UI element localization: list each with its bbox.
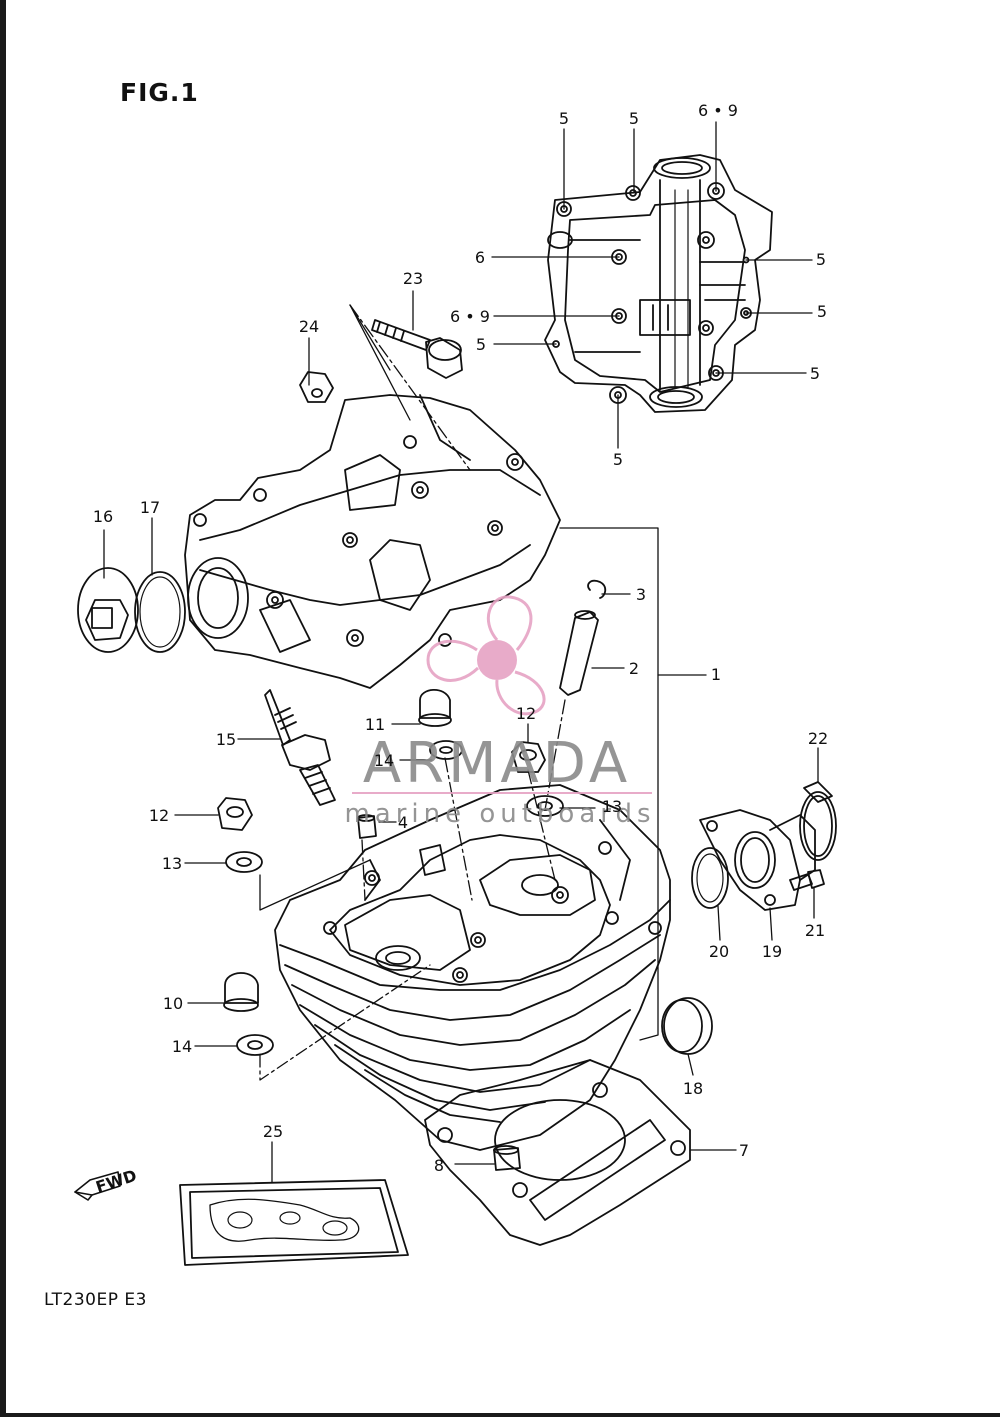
callout-2: 2: [629, 659, 639, 678]
callout-25: 25: [263, 1122, 283, 1141]
callout-4: 4: [398, 813, 408, 832]
callout-6-9: 6 • 9: [698, 101, 738, 120]
dowel-pin-8: [493, 1145, 521, 1171]
callout-5: 5: [816, 250, 826, 269]
callout-8: 8: [434, 1156, 444, 1175]
cylinder-head-top-view: [544, 154, 773, 413]
oil-filler-cap-16: [77, 567, 139, 653]
fwd-arrow: [74, 1171, 121, 1201]
dowel-pin-4: [357, 814, 377, 839]
callout-13: 13: [602, 797, 622, 816]
scan-edge-bottom: [0, 1413, 1000, 1417]
leader-lines: [103, 121, 819, 1183]
callout-19: 19: [762, 942, 782, 961]
bolt-23: [371, 319, 463, 379]
callout-10: 10: [163, 994, 183, 1013]
scan-edge-left: [0, 0, 6, 1417]
callout-23: 23: [403, 269, 423, 288]
callout-14: 14: [172, 1037, 192, 1056]
nut-24: [299, 371, 334, 403]
callout-16: 16: [93, 507, 113, 526]
callout-11: 11: [365, 715, 385, 734]
callout-5: 5: [629, 109, 639, 128]
callout-1: 1: [711, 665, 721, 684]
cylinder-head-cover: [184, 394, 561, 689]
callout-20: 20: [709, 942, 729, 961]
callout-5: 5: [559, 109, 569, 128]
gasket-set-25: [179, 1179, 409, 1266]
cap-nut-11: [418, 688, 452, 727]
o-ring-17: [134, 571, 186, 653]
nut-12-left: [217, 797, 253, 831]
figure-title: FIG.1: [120, 78, 199, 107]
clamp-22: [799, 781, 837, 861]
callout-6: 6: [475, 248, 485, 267]
washer-13-right: [526, 795, 564, 817]
nut-12-right: [511, 741, 546, 773]
plug-18: [661, 997, 713, 1055]
callout-12: 12: [149, 806, 169, 825]
callout-3: 3: [636, 585, 646, 604]
callout-18: 18: [683, 1079, 703, 1098]
propeller-logo-icon: [426, 595, 546, 716]
callout-17: 17: [140, 498, 160, 517]
callout-6-9: 6 • 9: [450, 307, 490, 326]
o-ring-20: [691, 847, 729, 909]
spark-plug-15: [264, 689, 336, 806]
model-code: LT230EP E3: [44, 1290, 147, 1310]
circlip-3: [587, 579, 607, 599]
washer-13-left: [225, 851, 263, 873]
callout-5: 5: [817, 302, 827, 321]
screw-21: [789, 869, 825, 891]
callout-24: 24: [299, 317, 319, 336]
callout-13: 13: [162, 854, 182, 873]
callouts: 5 5 6 • 9 6 6 • 9 5 5 5 5 5 23 24 16 17 …: [93, 101, 828, 1175]
intake-pipe-19: [699, 809, 816, 911]
callout-5: 5: [613, 450, 623, 469]
watermark-tagline: marine outboards: [344, 799, 655, 829]
callout-15: 15: [216, 730, 236, 749]
callout-5: 5: [810, 364, 820, 383]
washer-14-lower: [236, 1034, 274, 1056]
washer-14-upper: [429, 740, 463, 760]
callout-14: 14: [374, 751, 394, 770]
fwd-label: FWD: [93, 1166, 139, 1197]
watermark-brand: ARMADA: [363, 731, 631, 796]
callout-12: 12: [516, 704, 536, 723]
cap-nut-10: [223, 972, 259, 1012]
armada-watermark: ARMADA marine outboards: [344, 595, 655, 829]
cylinder-head: [274, 784, 671, 1151]
callout-5: 5: [476, 335, 486, 354]
callout-7: 7: [739, 1141, 749, 1160]
callout-21: 21: [805, 921, 825, 940]
callout-22: 22: [808, 729, 828, 748]
valve-guide-2: [559, 610, 599, 696]
head-gasket-7: [424, 1059, 691, 1246]
